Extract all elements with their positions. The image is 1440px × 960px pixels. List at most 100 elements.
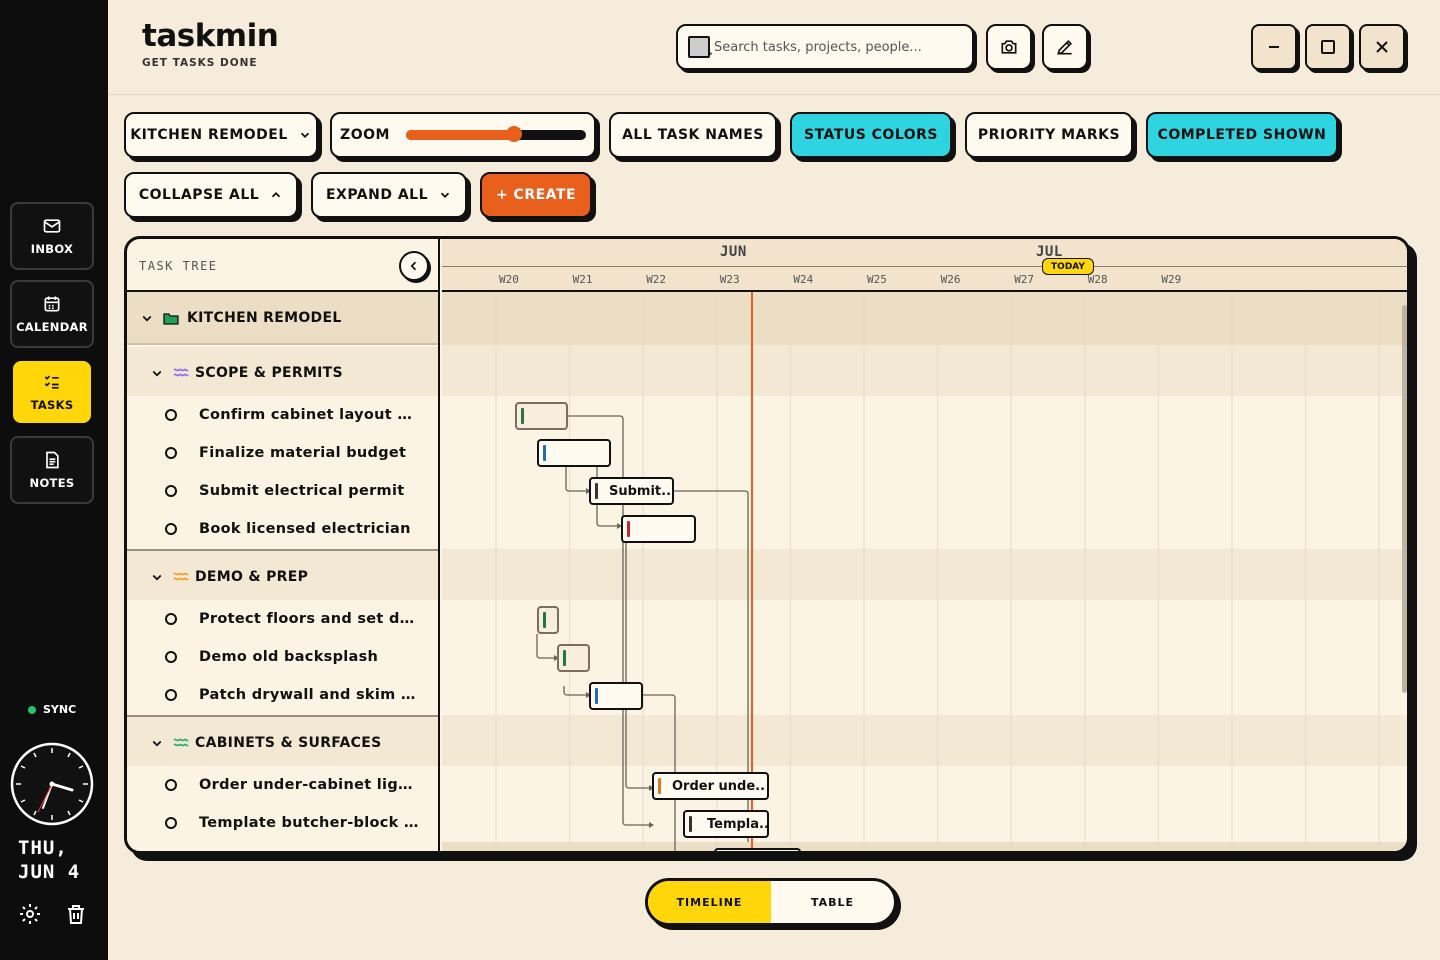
- completed-shown-label: COMPLETED SHOWN: [1157, 127, 1327, 143]
- nav-notes[interactable]: NOTES: [10, 436, 94, 504]
- gantt-bar[interactable]: [515, 402, 568, 430]
- task-status-circle[interactable]: [165, 651, 177, 663]
- view-table-tab[interactable]: TABLE: [810, 895, 855, 909]
- gantt-bar[interactable]: [714, 848, 801, 851]
- zoom-label: ZOOM: [340, 127, 390, 143]
- gantt-bar[interactable]: [589, 682, 643, 710]
- nav-calendar-label: CALENDAR: [16, 320, 88, 334]
- trash-icon[interactable]: [64, 902, 88, 926]
- collapse-tree-button[interactable]: [399, 251, 429, 281]
- tree-group-row[interactable]: DEMO & PREP: [127, 551, 438, 602]
- analog-clock-icon: [10, 742, 94, 826]
- tree-task-label: Order under-cabinet lighting: [199, 777, 419, 793]
- collapse-all-label: COLLAPSE ALL: [138, 187, 260, 203]
- maximize-icon: [1321, 40, 1335, 54]
- nav-inbox[interactable]: INBOX: [10, 202, 94, 270]
- maximize-button[interactable]: [1305, 24, 1351, 70]
- month-label-jul: JUL: [1036, 244, 1063, 260]
- tree-task-row[interactable]: Demo old backsplash: [127, 638, 438, 676]
- status-colors-toggle[interactable]: STATUS COLORS: [790, 112, 952, 158]
- chevron-down-icon[interactable]: [151, 737, 163, 749]
- zoom-control: ZOOM: [330, 112, 596, 158]
- gantt-bar[interactable]: [621, 515, 696, 543]
- nav-calendar[interactable]: CALENDAR: [10, 280, 94, 348]
- chevron-down-icon[interactable]: [151, 571, 163, 583]
- bar-status-mark: [627, 521, 630, 537]
- search-input[interactable]: [714, 39, 944, 55]
- zoom-slider-handle[interactable]: [505, 126, 522, 142]
- folder-icon: [163, 312, 179, 325]
- chevron-down-icon[interactable]: [151, 367, 163, 379]
- tree-task-row[interactable]: Patch drywall and skim coat: [127, 676, 438, 714]
- app-logo: taskmin: [142, 18, 279, 54]
- gantt-bar[interactable]: [557, 644, 590, 672]
- zoom-slider-fill: [405, 130, 514, 140]
- tree-task-row[interactable]: Confirm cabinet layout measurements: [127, 396, 438, 434]
- gantt-bar[interactable]: Templa..: [683, 810, 769, 838]
- completed-shown-toggle[interactable]: COMPLETED SHOWN: [1146, 112, 1338, 158]
- settings-gear-icon[interactable]: [18, 902, 42, 926]
- gantt-bar[interactable]: [537, 439, 611, 467]
- expand-all-label: EXPAND ALL: [325, 187, 429, 203]
- camera-icon: [1001, 40, 1017, 54]
- tree-group-label: SCOPE & PERMITS: [195, 364, 343, 381]
- view-timeline-tab[interactable]: TIMELINE: [648, 881, 771, 923]
- tree-task-row[interactable]: Finalize material budget: [127, 434, 438, 472]
- project-select[interactable]: KITCHEN REMODEL: [124, 112, 318, 158]
- sync-label: SYNC: [43, 703, 77, 716]
- edit-button[interactable]: [1042, 24, 1088, 70]
- minimize-button[interactable]: [1251, 24, 1297, 70]
- mail-icon: [43, 219, 61, 233]
- screenshot-button[interactable]: [986, 24, 1032, 70]
- search-box[interactable]: [676, 24, 974, 70]
- task-status-circle[interactable]: [165, 817, 177, 829]
- chevron-down-icon[interactable]: [141, 312, 153, 324]
- nav-notes-label: NOTES: [29, 476, 75, 490]
- close-icon: [1376, 41, 1388, 53]
- week-label: W26: [940, 273, 961, 286]
- bar-status-mark: [563, 650, 566, 666]
- wave-icon: [173, 368, 189, 376]
- chevron-down-icon: [440, 192, 450, 198]
- tree-group-row[interactable]: SCOPE & PERMITS: [127, 347, 438, 398]
- band-group: [442, 549, 1407, 600]
- nav-tasks[interactable]: TASKS: [13, 361, 91, 423]
- tree-project-label: KITCHEN REMODEL: [187, 309, 342, 326]
- tree-task-row[interactable]: Order under-cabinet lighting: [127, 766, 438, 804]
- task-status-circle[interactable]: [165, 689, 177, 701]
- tree-task-row[interactable]: Template butcher-block counters: [127, 804, 438, 842]
- zoom-slider[interactable]: [405, 126, 586, 142]
- app-tagline: GET TASKS DONE: [142, 57, 258, 69]
- task-status-circle[interactable]: [165, 485, 177, 497]
- all-task-names-toggle[interactable]: ALL TASK NAMES: [609, 112, 777, 158]
- task-status-circle[interactable]: [165, 779, 177, 791]
- tree-task-label: Book licensed electrician: [199, 521, 411, 537]
- task-status-circle[interactable]: [165, 523, 177, 535]
- gantt-bar[interactable]: [537, 606, 559, 634]
- current-date: THU, JUN 4: [18, 836, 80, 884]
- task-status-circle[interactable]: [165, 447, 177, 459]
- task-status-circle[interactable]: [165, 613, 177, 625]
- today-badge: TODAY: [1042, 258, 1094, 275]
- tree-task-row[interactable]: Submit electrical permit: [127, 472, 438, 510]
- band-project: [442, 292, 1407, 345]
- tree-project-row[interactable]: KITCHEN REMODEL: [127, 292, 438, 345]
- gantt-bar[interactable]: Submit..: [589, 477, 674, 505]
- close-button[interactable]: [1359, 24, 1405, 70]
- tree-task-row[interactable]: Book licensed electrician: [127, 510, 438, 548]
- tree-task-row[interactable]: Protect floors and set dust barriers: [127, 600, 438, 638]
- tree-group-row[interactable]: CABINETS & SURFACES: [127, 717, 438, 768]
- tree-task-label: Demo old backsplash: [199, 649, 379, 665]
- create-button[interactable]: + CREATE: [480, 172, 592, 218]
- band-group: [442, 842, 1407, 851]
- timeline-background: [442, 292, 1407, 851]
- priority-marks-toggle[interactable]: PRIORITY MARKS: [965, 112, 1133, 158]
- expand-all-button[interactable]: EXPAND ALL: [311, 172, 467, 218]
- priority-marks-label: PRIORITY MARKS: [977, 127, 1121, 143]
- wave-icon: [173, 572, 189, 580]
- timeline-scrollbar[interactable]: [1402, 305, 1407, 693]
- task-status-circle[interactable]: [165, 409, 177, 421]
- gantt-bar[interactable]: Order unde..: [652, 772, 769, 800]
- collapse-all-button[interactable]: COLLAPSE ALL: [124, 172, 298, 218]
